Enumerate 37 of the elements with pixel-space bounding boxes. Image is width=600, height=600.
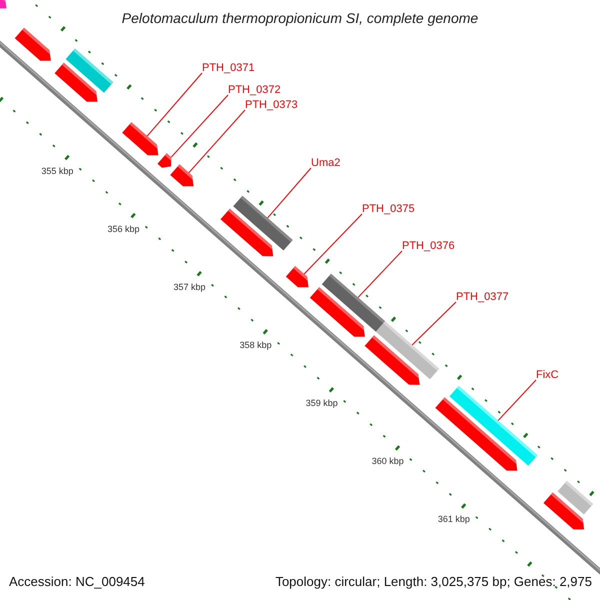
scale-label: 358 kbp bbox=[240, 340, 272, 350]
footer-text: Accession: NC_009454 bbox=[9, 575, 145, 588]
gene-label: PTH_0373 bbox=[245, 100, 298, 111]
leader-line bbox=[188, 110, 246, 174]
gene-feature bbox=[220, 208, 274, 256]
gene-feature bbox=[158, 153, 172, 168]
gene-label: PTH_0377 bbox=[456, 292, 509, 303]
gene-feature bbox=[286, 266, 308, 288]
gene-feature bbox=[0, 0, 6, 8]
gene-label: PTH_0376 bbox=[402, 241, 455, 252]
gene-feature bbox=[310, 287, 365, 337]
scale-label: 360 kbp bbox=[372, 457, 404, 466]
gene-feature bbox=[364, 335, 420, 385]
leader-line bbox=[412, 302, 456, 346]
gene-feature bbox=[122, 122, 158, 156]
scale-label: 357 kbp bbox=[174, 282, 206, 292]
scale-label: 355 kbp bbox=[41, 166, 74, 176]
title: Pelotomaculum thermopropionicum SI, complete genome bbox=[120, 11, 480, 25]
leader-line bbox=[267, 168, 312, 218]
gene-feature bbox=[435, 397, 518, 471]
gene-label: PTH_0372 bbox=[228, 85, 281, 96]
gene-label: PTH_0371 bbox=[202, 63, 255, 74]
gene-feature bbox=[54, 62, 98, 102]
leader-line bbox=[358, 250, 402, 298]
footer-text: Topology: circular; Length: 3,025,375 bp; Genes: 2,975 bbox=[275, 575, 592, 588]
gene-label: PTH_0375 bbox=[362, 204, 415, 215]
leader-line bbox=[304, 214, 362, 274]
leader-line bbox=[146, 72, 202, 137]
gene-feature bbox=[544, 492, 584, 530]
scale-label: 361 kbp bbox=[438, 515, 470, 524]
gene-label: Uma2 bbox=[311, 158, 340, 169]
scale-label: 356 kbp bbox=[107, 224, 140, 234]
gene-label: FixC bbox=[536, 370, 559, 381]
gene-feature bbox=[14, 28, 51, 61]
gene-feature bbox=[170, 164, 194, 186]
leader-line bbox=[170, 94, 228, 158]
scale-label: 359 kbp bbox=[306, 398, 338, 408]
